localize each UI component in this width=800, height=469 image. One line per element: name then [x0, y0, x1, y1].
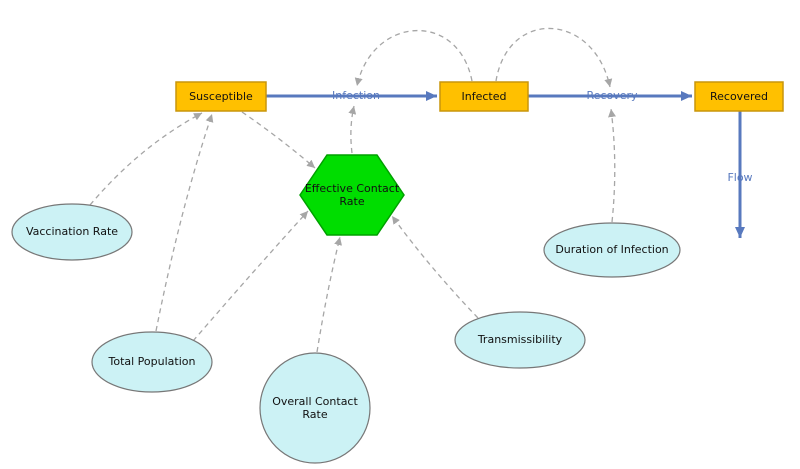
dependency-edges [89, 27, 616, 353]
edge-infected-to-recovery[interactable] [495, 27, 613, 88]
node-duration-of-infection[interactable] [543, 222, 681, 278]
node-susceptible[interactable] [175, 81, 267, 112]
node-total-population[interactable] [91, 331, 213, 393]
edge-total-population-to-susceptible[interactable] [155, 113, 214, 332]
edge-transmissibility-to-effective-contact-rate[interactable] [391, 215, 479, 319]
node-shapes [11, 81, 784, 464]
node-recovered[interactable] [694, 81, 784, 112]
edge-infected-to-infection[interactable] [354, 29, 473, 87]
node-overall-contact-rate[interactable] [259, 352, 371, 464]
edge-overall-contact-rate-to-effective-contact-rate[interactable] [316, 236, 342, 353]
edge-vaccination-rate-to-susceptible[interactable] [89, 112, 203, 206]
node-vaccination-rate[interactable] [11, 203, 133, 261]
flow-edges [266, 91, 745, 238]
node-infected[interactable] [439, 81, 529, 112]
node-transmissibility[interactable] [454, 311, 586, 369]
edge-duration-of-infection-to-recovery[interactable] [608, 108, 616, 223]
edge-effective-contact-rate-to-infection[interactable] [348, 105, 357, 154]
node-effective-contact-rate[interactable] [299, 154, 405, 236]
edge-susceptible-to-effective-contact-rate[interactable] [241, 111, 316, 169]
edge-total-population-to-effective-contact-rate[interactable] [192, 210, 309, 342]
